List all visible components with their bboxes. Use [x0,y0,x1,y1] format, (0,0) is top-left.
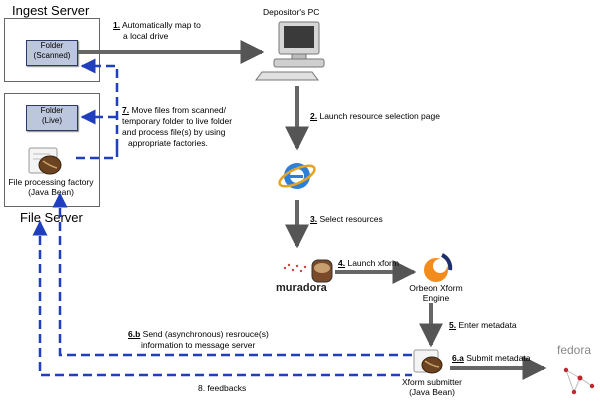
browser-icon [278,163,316,189]
folder-live[interactable]: Folder (Live) [26,105,78,131]
step6a-number: 6.a [452,353,464,363]
arrow-step6b [52,192,412,357]
step3-text: Select resources [319,214,383,224]
step4-label: 4. Launch xform [338,258,399,268]
step7-text-4: appropriate factories. [128,138,208,148]
step6b-label: 6.b Send (asynchronous) resrouce(s) [128,329,269,339]
step6b-text-1: Send (asynchronous) resrouce(s) [142,329,269,339]
submitter-label-2: (Java Bean) [409,387,455,397]
step5-number: 5. [449,320,457,330]
arrow-step7-scanned [80,58,119,148]
step1-text-1: Automatically map to [122,20,201,30]
step5-label: 5. Enter metadata [449,320,517,330]
submitter-bean-icon [413,349,443,374]
fedora-label: fedora [557,343,592,357]
step3-label: 3. Select resources [310,214,383,224]
orbeon-label-1: Orbeon Xform [409,283,463,293]
step5-text: Enter metadata [458,320,517,330]
step7-text-1: Move files from scanned/ [131,105,226,115]
step6b-number: 6.b [128,329,141,339]
step4-text: Launch xform [347,258,399,268]
computer-icon [255,21,325,81]
step2-label: 2. Launch resource selection page [310,111,440,121]
folder-scanned-line2: (Scanned) [33,51,71,60]
factory-label-1: File processing factory [8,177,94,187]
orbeon-logo [424,253,453,282]
folder-live-line2: (Live) [41,116,62,125]
step1-text-2: a local drive [123,31,169,41]
submitter-label-1: Xform submitter [402,377,462,387]
arrow-step8 [32,220,412,377]
step6a-label: 6.a Submit metadata [452,353,530,363]
step7-number: 7. [122,105,130,115]
factory-bean-icon [28,147,62,175]
step6a-text: Submit metadata [466,353,531,363]
muradora-logo [283,259,333,283]
ingest-server-title: Ingest Server [12,3,90,18]
step2-text: Launch resource selection page [319,111,440,121]
step1-label: 1. Automatically map to [113,20,201,30]
step4-number: 4. [338,258,346,268]
folder-live-line1: Folder [40,106,64,115]
step7-text-2: temporary folder to live folder [122,116,233,126]
step2-number: 2. [310,111,318,121]
folder-scanned[interactable]: Folder (Scanned) [26,40,78,66]
step1-number: 1. [113,20,121,30]
folder-scanned-line1: Folder [40,41,64,50]
factory-label-2: (Java Bean) [28,187,74,197]
step7-label: 7. Move files from scanned/ [122,105,226,115]
step3-number: 3. [310,214,318,224]
pc-label: Depositor's PC [263,7,320,17]
step6b-text-2: information to message server [141,340,256,350]
orbeon-label-2: Engine [422,293,450,303]
fedora-logo [563,367,595,395]
step7-text-3: and process file(s) by using [122,127,226,137]
muradora-label: muradora [276,282,327,294]
arrow-step7-factory [76,148,119,160]
step8-label: 8. feedbacks [198,383,247,393]
